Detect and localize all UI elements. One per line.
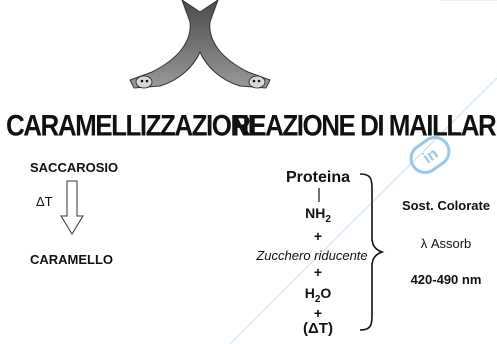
sucrose-label: SACCAROSIO <box>30 160 119 175</box>
plus-sign: + <box>313 228 323 244</box>
plus-sign: + <box>313 305 323 321</box>
heat-condition-label: ΔT <box>36 194 53 209</box>
amine-subscript: 2 <box>325 213 331 225</box>
right-face-icon <box>248 75 266 89</box>
reducing-sugar-label: Zucchero riducente <box>256 248 368 263</box>
svg-text:in: in <box>420 145 441 167</box>
heat-label: (ΔT) <box>303 320 333 337</box>
maillard-heading: REAZIONE DI MAILLARD <box>232 108 497 143</box>
bond-line <box>318 188 320 202</box>
down-arrow-icon <box>60 180 84 235</box>
curly-brace-icon <box>359 173 385 331</box>
protein-label: Proteina <box>285 169 350 186</box>
water-h: H <box>304 285 315 301</box>
amine-text: NH <box>305 205 326 221</box>
left-face-icon <box>135 75 153 89</box>
water-label: H2O <box>248 285 388 305</box>
wavelength-range-label: 420-490 nm <box>410 272 482 287</box>
water-o: O <box>320 285 332 301</box>
colored-substances-label: Sost. Colorate <box>401 198 491 213</box>
amine-group: NH2 <box>248 205 388 225</box>
caramelization-heading: CARAMELLIZZAZIONE <box>6 108 265 143</box>
plus-sign: + <box>313 264 323 280</box>
absorbance-label: λ Assorb <box>420 236 472 251</box>
water-subscript: 2 <box>314 293 321 305</box>
split-arrow-icon <box>129 0 271 89</box>
caramel-label: CARAMELLO <box>30 252 114 267</box>
